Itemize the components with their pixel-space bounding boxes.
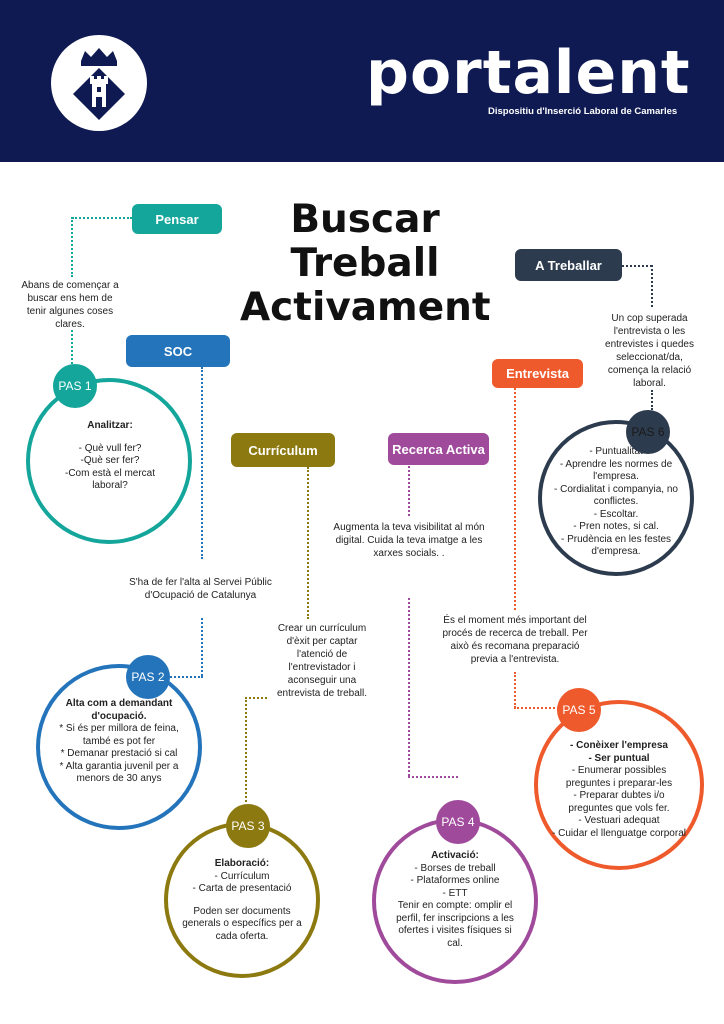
pas3-line: Poden ser documents generals o específic…	[182, 905, 302, 942]
connector-entrevista-pas5	[514, 707, 559, 709]
brand-subtitle: Dispositiu d'Inserció Laboral de Camarle…	[488, 106, 678, 117]
pas6-line: - Escoltar.	[593, 508, 639, 520]
step-circle-pas2	[36, 664, 202, 830]
connector-curriculum-lower	[245, 697, 247, 802]
badge-pas5: PAS 5	[557, 688, 601, 732]
pas2-content: Alta com a demandant d'ocupació. * Si és…	[54, 698, 184, 786]
pas2-line: * Si és per millora de feina, també es p…	[59, 723, 179, 747]
note-treballar: Un cop superada l'entrevista o les entre…	[605, 313, 694, 389]
badge-pas3: PAS 3	[226, 804, 270, 848]
pill-soc: SOC	[126, 335, 230, 367]
connector-curriculum-down	[307, 467, 309, 619]
pas4-content: Activació: - Borses de treball - Platafo…	[396, 850, 514, 950]
pas4-line: - Borses de treball	[414, 862, 496, 874]
title-line-1: Buscar	[290, 197, 440, 242]
pas3-line: - Currículum	[214, 870, 270, 882]
coat-of-arms-icon	[73, 48, 125, 120]
note-soc: S'ha de fer l'alta al Servei Públic d'Oc…	[129, 577, 272, 601]
pas5-heading-1: - Conèixer l'empresa	[570, 740, 668, 751]
connector-soc-lower	[201, 618, 203, 676]
pas1-heading: Analitzar:	[87, 420, 133, 431]
connector-curriculum-mid	[245, 697, 267, 699]
coat-of-arms-logo	[51, 35, 147, 131]
badge-pas2: PAS 2	[126, 655, 170, 699]
pas5-heading-2: - Ser puntual	[588, 752, 650, 764]
connector-recerca-lower	[408, 598, 410, 776]
pas1-line: -Què ser fer?	[80, 455, 140, 466]
pas4-line: Tenir en compte: omplir el perfil, fer i…	[396, 900, 514, 949]
pas6-line: - Prudència en les festes d'empresa.	[560, 533, 672, 558]
note-recerca: Augmenta la teva visibilitat al món digi…	[333, 522, 485, 559]
header-banner: portalent Dispositiu d'Inserció Laboral …	[0, 0, 724, 162]
pas6-line: - Aprendre les normes de l'empresa.	[559, 458, 673, 483]
connector-soc-pas2	[167, 676, 203, 678]
pas2-line: * Alta garantia juvenil per a menors de …	[59, 760, 179, 785]
pill-a-treballar: A Treballar	[515, 249, 622, 281]
pill-recerca-activa: Recerca Activa	[388, 433, 489, 465]
pas4-line: - Plataformes online	[410, 875, 500, 886]
badge-pas1: PAS 1	[53, 364, 97, 408]
pas5-line: - Vestuari adequat	[578, 815, 660, 826]
pas1-content: Analitzar: - Què vull fer? -Què ser fer?…	[52, 420, 168, 493]
connector-treballar-down	[651, 265, 653, 307]
note-entrevista: És el moment més important del procés de…	[442, 615, 588, 665]
pas5-line: - Enumerar possibles preguntes i prepara…	[565, 765, 673, 789]
pas5-line: - Cuidar el llenguatge corporal	[552, 827, 686, 839]
pas6-line: - Pren notes, si cal.	[573, 521, 659, 532]
pas1-line: -Com està el mercat laboral?	[64, 467, 156, 492]
pas1-line: - Què vull fer?	[78, 442, 142, 454]
connector-pensar-top	[72, 217, 132, 219]
pas3-content: Elaboració: - Currículum - Carta de pres…	[180, 858, 304, 943]
connector-recerca-down	[408, 466, 410, 516]
pas6-line: - Cordialitat i companyia, no conflictes…	[554, 483, 678, 508]
pill-pensar: Pensar	[132, 204, 222, 234]
note-pensar: Abans de començar a buscar ens hem de te…	[21, 280, 119, 330]
step-circle-pas6	[538, 420, 694, 576]
connector-entrevista-lower	[514, 672, 516, 708]
connector-soc-down	[201, 367, 203, 559]
connector-pensar-down	[71, 330, 73, 368]
pas6-line: - Puntualitat	[589, 446, 643, 457]
pill-entrevista: Entrevista	[492, 359, 583, 388]
pas2-heading: Alta com a demandant d'ocupació.	[65, 698, 173, 722]
connector-recerca-pas4	[408, 776, 458, 778]
title-line-3: Activament	[240, 285, 491, 330]
step-circle-pas5	[534, 700, 704, 870]
connector-treballar-lower	[651, 390, 653, 410]
pas6-content: - Puntualitat - Aprendre les normes de l…	[552, 446, 680, 559]
pas3-heading: Elaboració:	[214, 858, 270, 869]
pas4-line: - ETT	[442, 887, 468, 899]
pill-curriculum: Currículum	[231, 433, 335, 467]
note-curriculum: Crear un currículum d'èxit per captar l'…	[276, 623, 368, 699]
pas5-content: - Conèixer l'empresa - Ser puntual - Enu…	[550, 740, 688, 840]
badge-pas4: PAS 4	[436, 800, 480, 844]
brand-wordmark: portalent	[366, 38, 691, 108]
title-line-2: Treball	[290, 241, 440, 286]
badge-pas6: PAS 6	[626, 410, 670, 454]
pas2-line: * Demanar prestació si cal	[60, 748, 178, 759]
connector-treballar-right	[622, 265, 652, 267]
step-circle-pas1	[26, 378, 192, 544]
pas3-line: - Carta de presentació	[192, 883, 292, 894]
page-title: Buscar Treball Activament	[240, 197, 491, 330]
pas5-line: - Preparar dubtes i/o preguntes que vols…	[568, 790, 670, 814]
pas4-heading: Activació:	[431, 850, 479, 861]
connector-pensar-left	[71, 217, 73, 277]
connector-entrevista-down	[514, 388, 516, 610]
